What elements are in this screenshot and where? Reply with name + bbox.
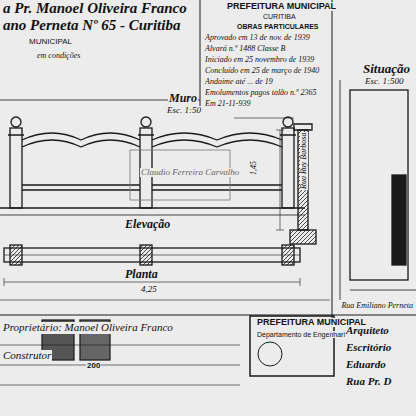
drawing-title: Situação: [362, 62, 411, 76]
dimension: 1,45: [250, 160, 258, 176]
approval-field: Aprovado em 13 de nov. de 1939: [204, 34, 311, 42]
note-text: em condições: [36, 52, 81, 60]
office-header: CURITIBA: [262, 13, 297, 20]
office-header: PREFEITURA MUNICIPAL: [226, 2, 337, 11]
address-heading: ano Perneta Nº 65 - Curitiba: [2, 18, 181, 34]
builder-line: Construtor: [2, 350, 52, 362]
stamp-text: Departamento de Engenharia: [256, 331, 350, 338]
stamp-text: MUNICIPAL: [28, 38, 73, 46]
drawing-lines: [0, 0, 416, 385]
title-block: Arquiteto: [345, 325, 390, 337]
scale-note: Esc. 1:50: [166, 106, 202, 115]
view-title: Planta: [124, 268, 159, 281]
approval-field: Iniciado em 25 novembro de 1939: [204, 56, 315, 64]
scale-note: Esc. 1:500: [364, 77, 405, 86]
view-title: Elevação: [124, 218, 171, 231]
street-name: Rua Emiliano Perneta: [340, 302, 414, 310]
owner-heading: a Pr. Manoel Oliveira Franco: [2, 1, 188, 17]
title-block: Rua Pr. D: [345, 376, 393, 388]
approval-field: Andaime até ... de 19: [204, 78, 274, 86]
owner-line: Proprietário: Manoel Oliveira Franco: [2, 322, 174, 334]
approval-field: Em 21-11-939: [204, 100, 251, 108]
street-name: Rua Ruy Barbosa: [300, 132, 308, 190]
office-header: OBRAS PARTICULARES: [236, 23, 320, 30]
title-block: Eduardo: [345, 359, 387, 371]
approval-field: Emolumentos pagos talão n.º 2365: [204, 89, 318, 97]
stamp-text: Claudio Ferreira Carvalho: [140, 168, 240, 177]
stamp-value: 200: [86, 362, 101, 370]
approval-field: Alvará n.º 1488 Classe B: [204, 45, 286, 53]
drawing-title: Muro: [168, 92, 198, 105]
approval-field: Concluído em 25 de março de 1940: [204, 67, 320, 75]
dimension: 4,25: [140, 285, 158, 294]
title-block: Escritório: [345, 342, 392, 354]
